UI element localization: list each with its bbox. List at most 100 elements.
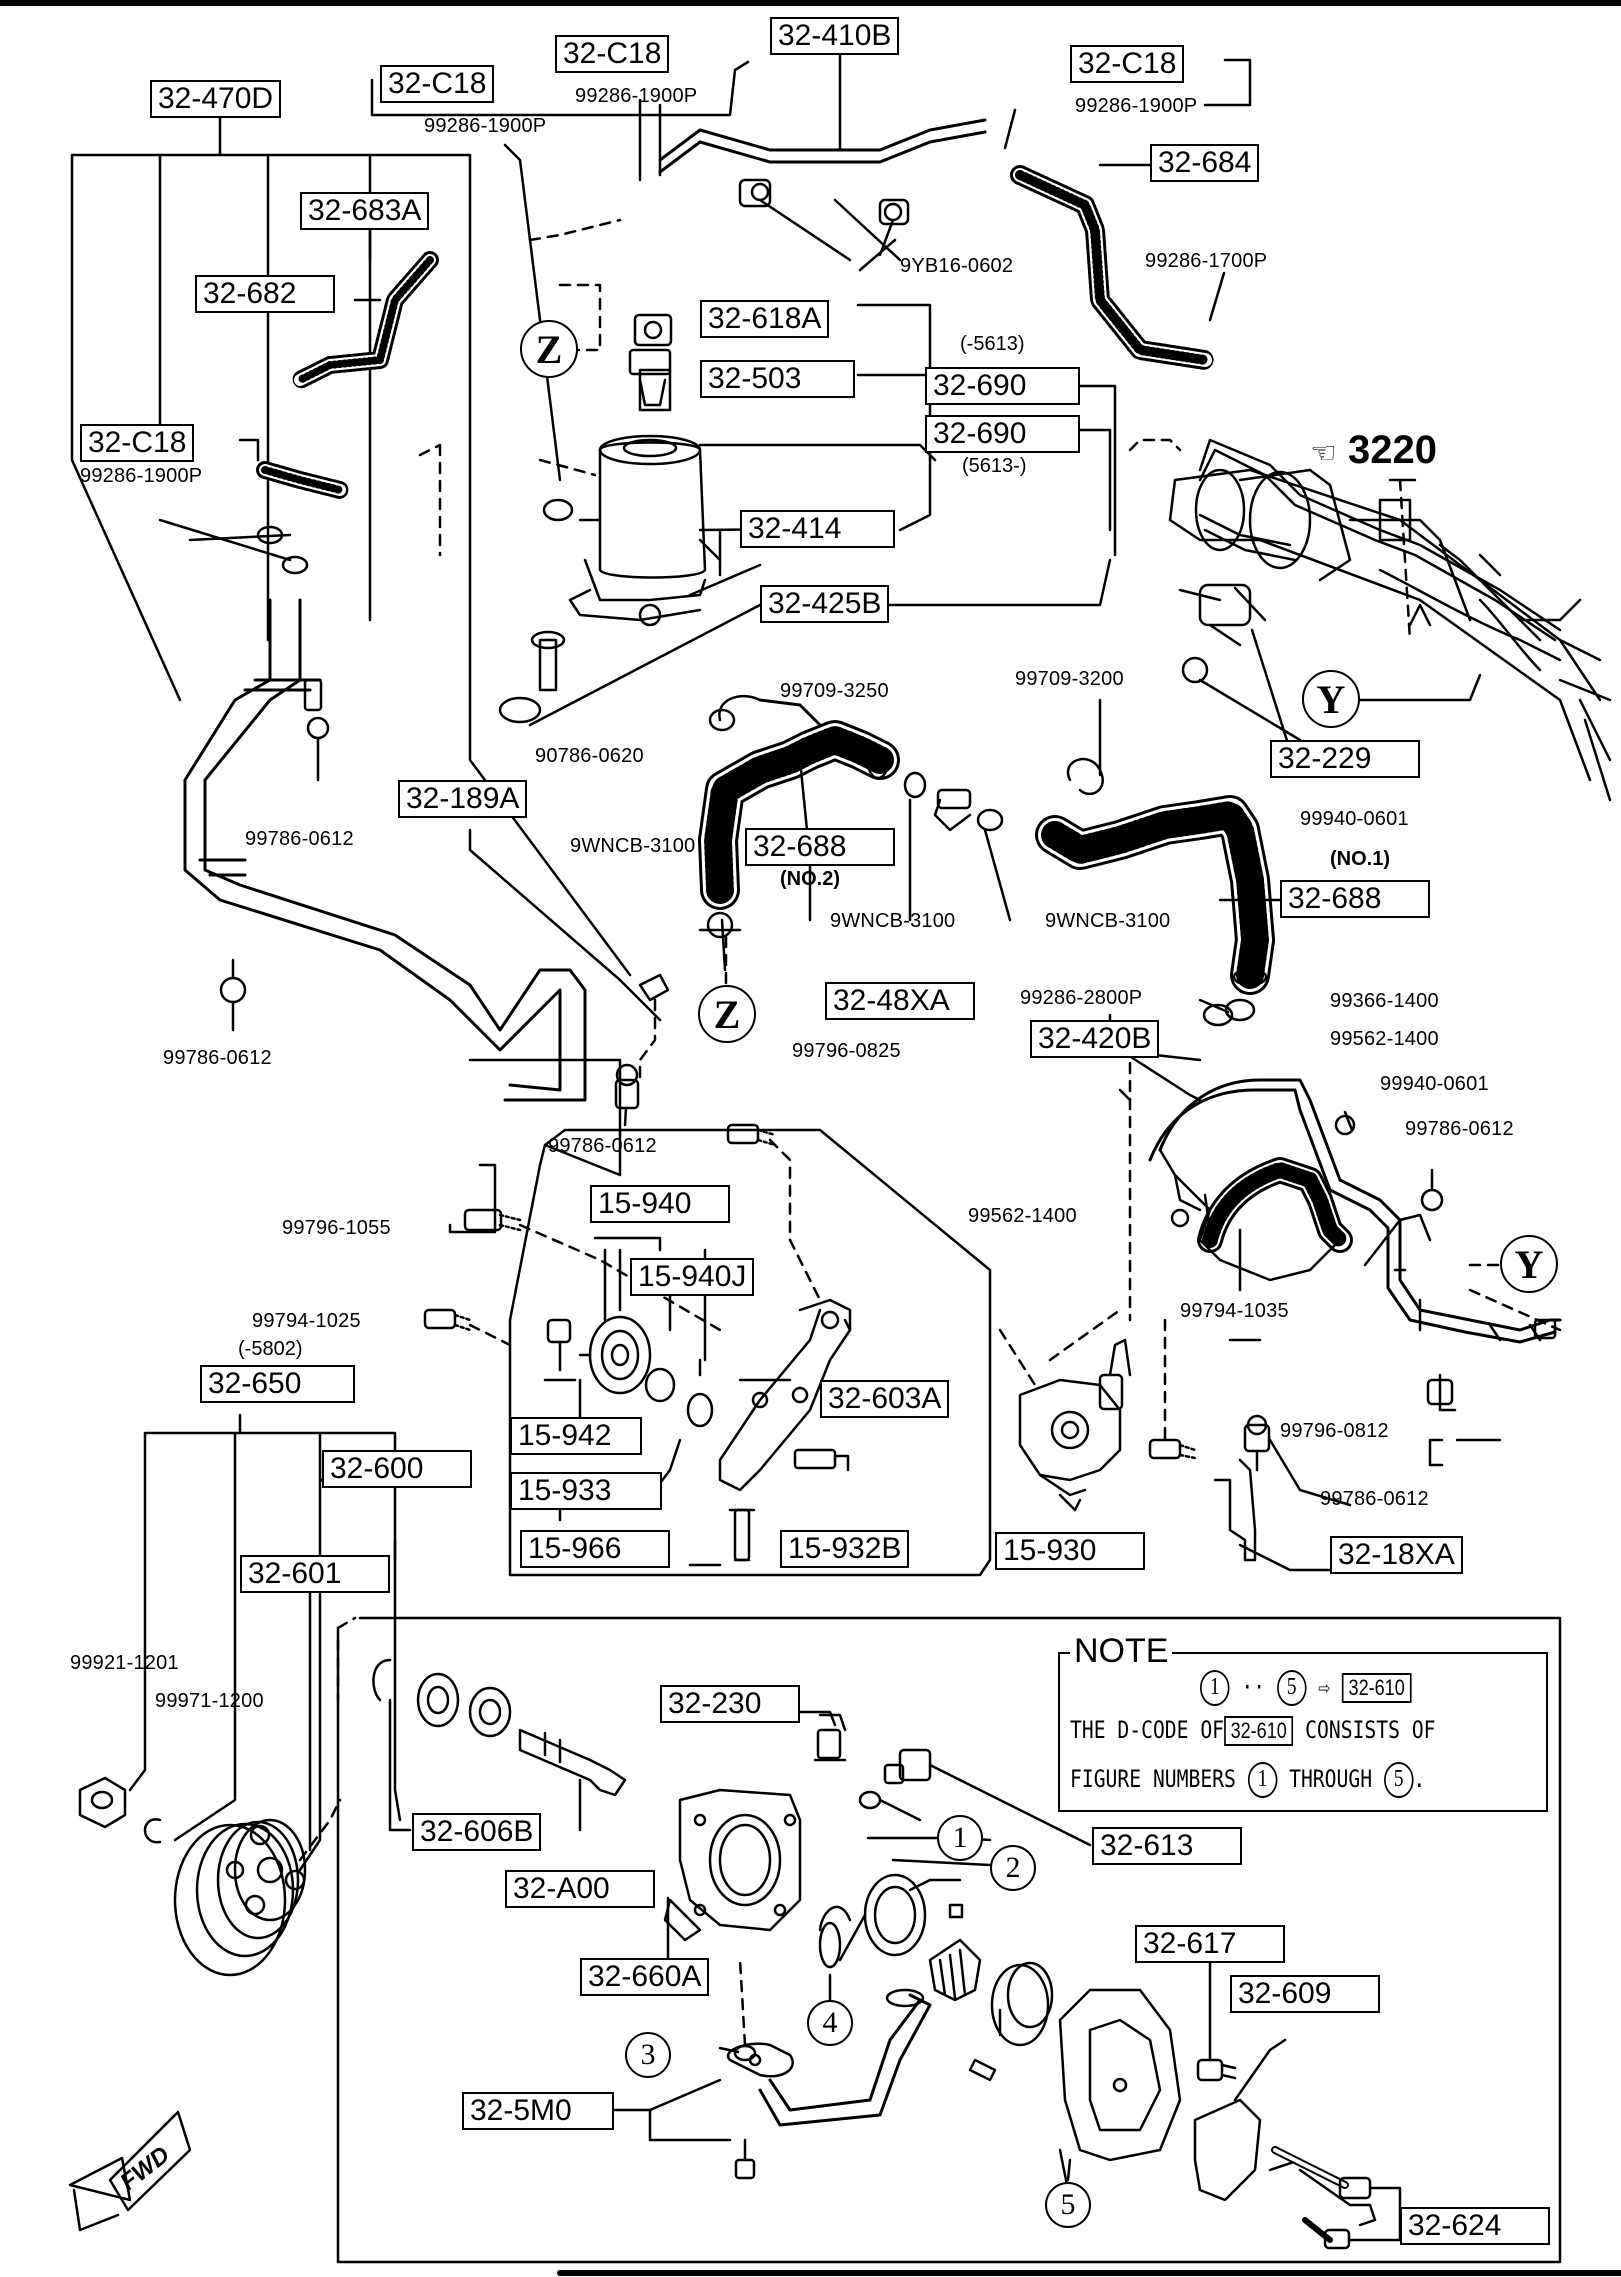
callout-1: 1	[937, 1815, 983, 1861]
pn-99796-1055: 99796-1055	[282, 1217, 391, 1239]
label-32-420b: 32-420B	[1030, 1020, 1160, 1058]
callout-z-mid: Z	[698, 985, 756, 1043]
pn-99709-3200: 99709-3200	[1015, 668, 1124, 690]
pn-99796-0825: 99796-0825	[792, 1040, 901, 1062]
note-line2-box: 32-610	[1224, 1716, 1294, 1746]
callout-y-top: Y	[1302, 670, 1360, 728]
callout-z-top: Z	[520, 320, 578, 378]
label-32-600: 32-600	[322, 1450, 472, 1488]
label-32-470d: 32-470D	[150, 80, 282, 118]
range-minus-5802: (-5802)	[238, 1338, 303, 1360]
pn-99796-0812: 99796-0812	[1280, 1420, 1389, 1442]
label-32-660a: 32-660A	[580, 1958, 710, 1996]
range-5613-plus: (5613-)	[962, 455, 1027, 477]
label-32-425b: 32-425B	[760, 585, 890, 623]
pn-99786-0612-b: 99786-0612	[163, 1047, 272, 1069]
pn-99971-1200: 99971-1200	[155, 1690, 264, 1712]
label-32-5m0: 32-5M0	[462, 2092, 614, 2130]
label-32-c18-c: 32-C18	[1070, 45, 1185, 83]
label-32-688-no2: 32-688	[745, 828, 895, 866]
label-32-688-no1: 32-688	[1280, 880, 1430, 918]
pn-99786-0612-a: 99786-0612	[245, 828, 354, 850]
pn-9yb16-0602: 9YB16-0602	[900, 255, 1014, 277]
note-line2-a: THE D-CODE OF	[1070, 1716, 1225, 1744]
label-32-414: 32-414	[740, 510, 895, 548]
label-32-189a: 32-189A	[398, 780, 528, 818]
label-32-617: 32-617	[1135, 1925, 1285, 1963]
pn-99794-1025: 99794-1025	[252, 1310, 361, 1332]
pointing-hand-icon: ☜	[1310, 437, 1337, 470]
label-15-942: 15-942	[510, 1417, 642, 1455]
callout-3: 3	[625, 2032, 671, 2078]
pn-99786-0612-c: 99786-0612	[548, 1135, 657, 1157]
note-line3-a: FIGURE NUMBERS	[1070, 1765, 1236, 1793]
pn-99286-1700p: 99286-1700P	[1145, 250, 1268, 272]
label-32-606b: 32-606B	[412, 1813, 542, 1851]
pn-99286-1900p-c: 99286-1900P	[1075, 95, 1198, 117]
range-minus-5613: (-5613)	[960, 333, 1025, 355]
section-ref-number: 3220	[1348, 428, 1438, 472]
note-line-3: FIGURE NUMBERS 1 THROUGH 5.	[1070, 1762, 1425, 1798]
label-32-624: 32-624	[1400, 2207, 1550, 2245]
label-32-18xa: 32-18XA	[1330, 1536, 1463, 1574]
note-range-to: 5	[1276, 1670, 1307, 1706]
pn-99940-0601-b: 99940-0601	[1380, 1073, 1489, 1095]
callout-y-right: Y	[1500, 1235, 1558, 1293]
callout-4: 4	[807, 2000, 853, 2046]
note-range-from: 1	[1200, 1670, 1230, 1706]
pn-99794-1035: 99794-1035	[1180, 1300, 1289, 1322]
qualifier-no1: (NO.1)	[1330, 848, 1390, 870]
note-ellipsis: ··	[1241, 1673, 1266, 1701]
label-32-618a: 32-618A	[700, 300, 830, 338]
label-15-940j: 15-940J	[630, 1258, 755, 1296]
pn-90786-0620: 90786-0620	[535, 745, 644, 767]
label-15-930: 15-930	[995, 1532, 1145, 1570]
label-32-a00: 32-A00	[505, 1870, 655, 1908]
label-32-503: 32-503	[700, 360, 855, 398]
label-32-613: 32-613	[1092, 1827, 1242, 1865]
note-to-num: 5	[1383, 1762, 1414, 1798]
callout-2: 2	[990, 1845, 1036, 1891]
label-32-230: 32-230	[660, 1685, 800, 1723]
note-period: .	[1413, 1765, 1426, 1793]
pn-99709-3250: 99709-3250	[780, 680, 889, 702]
section-ref-3220: ☜ 3220	[1310, 428, 1437, 473]
pn-99286-1900p-a: 99286-1900P	[424, 115, 547, 137]
note-line-1: 1 ·· 5 ⇨ 32-610	[1200, 1670, 1412, 1706]
note-line3-b: THROUGH	[1289, 1765, 1373, 1793]
pn-99562-1400-b: 99562-1400	[968, 1205, 1077, 1227]
note-title: NOTE	[1070, 1632, 1173, 1671]
label-32-c18-d: 32-C18	[80, 424, 195, 462]
pn-99366-1400: 99366-1400	[1330, 990, 1439, 1012]
label-32-684: 32-684	[1150, 144, 1260, 182]
label-32-229: 32-229	[1270, 740, 1420, 778]
pn-99286-1900p-d: 99286-1900P	[80, 465, 203, 487]
pn-99286-1900p-b: 99286-1900P	[575, 85, 698, 107]
pn-99921-1201: 99921-1201	[70, 1652, 179, 1674]
note-from-num: 1	[1247, 1762, 1278, 1798]
label-32-601: 32-601	[240, 1555, 390, 1593]
qualifier-no2: (NO.2)	[780, 868, 840, 890]
pn-99286-2800p: 99286-2800P	[1020, 987, 1143, 1009]
label-32-410b: 32-410B	[770, 17, 900, 55]
label-15-932b: 15-932B	[780, 1530, 910, 1568]
label-32-690-a: 32-690	[925, 367, 1080, 405]
pn-9wncb-3100-c: 9WNCB-3100	[1045, 910, 1171, 932]
note-range-target: 32-610	[1342, 1673, 1412, 1703]
label-32-683a: 32-683A	[300, 192, 430, 230]
label-32-c18-a: 32-C18	[380, 65, 495, 103]
label-15-933: 15-933	[510, 1472, 662, 1510]
label-15-966: 15-966	[520, 1530, 670, 1568]
pn-99786-0612-d: 99786-0612	[1405, 1118, 1514, 1140]
label-32-650: 32-650	[200, 1365, 355, 1403]
label-32-603a: 32-603A	[820, 1380, 950, 1418]
pn-99940-0601-a: 99940-0601	[1300, 808, 1409, 830]
label-32-682: 32-682	[195, 275, 335, 313]
label-32-48xa: 32-48XA	[825, 982, 975, 1020]
label-32-609: 32-609	[1230, 1975, 1380, 2013]
arrow-right-icon: ⇨	[1318, 1673, 1331, 1701]
